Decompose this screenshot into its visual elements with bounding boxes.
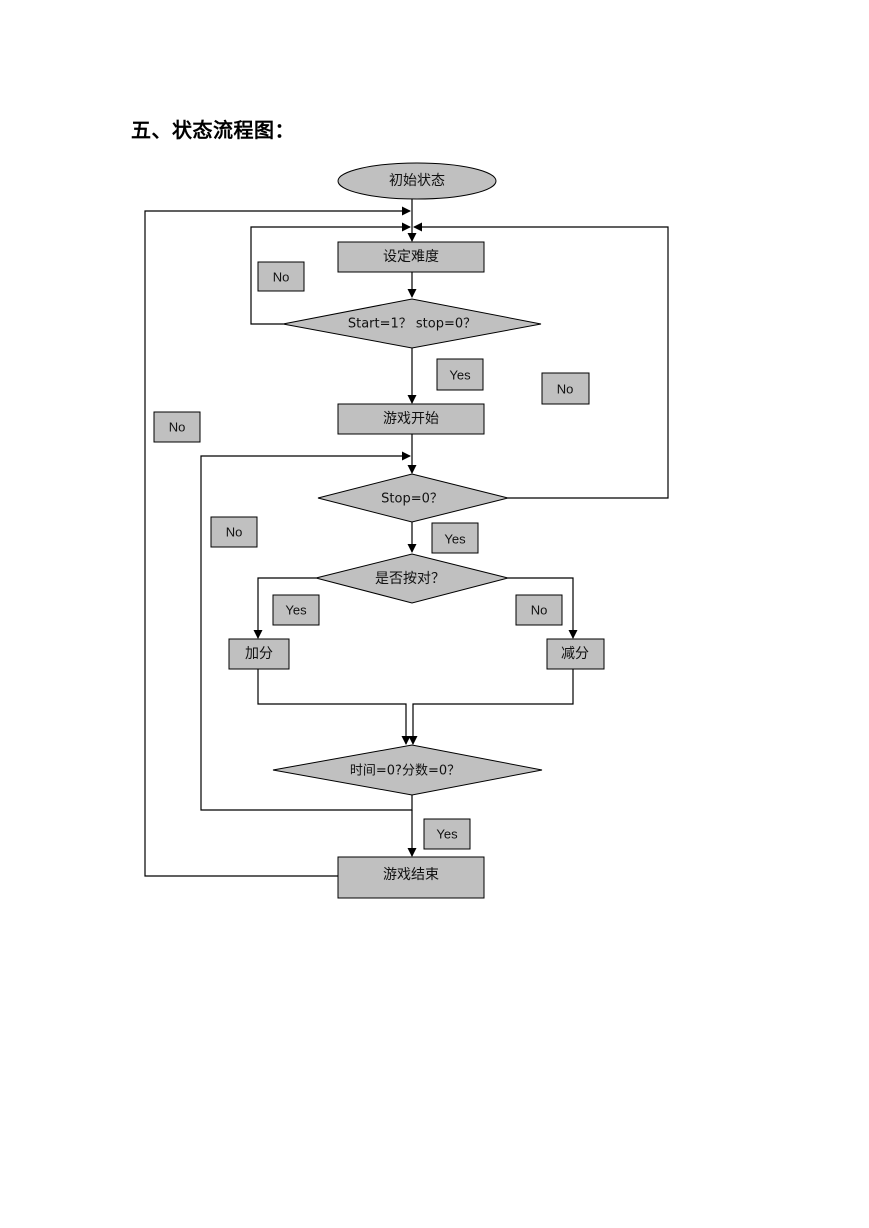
game-over-label: 游戏结束 (383, 867, 439, 883)
label-no-correct: No (531, 603, 548, 618)
start-node (337, 162, 497, 200)
edge-correct-no (508, 577, 578, 639)
label-box-yes-correct (272, 594, 320, 626)
sub-score-label: 减分 (561, 646, 589, 662)
edge-check-start-no (250, 222, 411, 325)
label-no-outer: No (169, 420, 186, 435)
label-box-no-stop (541, 372, 590, 405)
add-score-node (228, 638, 290, 670)
edge-sub-to-check-time (408, 669, 574, 745)
check-start-label: Start=1？ stop=0？ (348, 317, 476, 332)
label-no-time: No (226, 525, 243, 540)
label-yes-start: Yes (449, 368, 471, 383)
edge-check-stop-no (413, 222, 669, 499)
label-box-no-correct (515, 594, 563, 626)
label-box-yes-stop (431, 522, 479, 554)
label-yes-time: Yes (436, 827, 458, 842)
check-time-label: 时间=0?分数=0？ (350, 764, 460, 779)
check-correct-node (315, 553, 509, 604)
label-box-no-time (210, 516, 258, 548)
connectors (144, 199, 669, 877)
set-difficulty-node (337, 241, 485, 273)
label-box-no-loop-start (257, 261, 305, 292)
check-correct-label: 是否按对？ (375, 571, 445, 587)
game-start-label: 游戏开始 (383, 411, 439, 427)
label-no-loop-start: No (273, 270, 290, 285)
add-score-label: 加分 (245, 646, 273, 662)
edge-game-over-loop (144, 206, 411, 877)
label-box-yes-start (436, 358, 484, 391)
edge-add-to-check-time (257, 669, 411, 745)
edge-check-time-no (200, 451, 413, 811)
game-start-node (337, 403, 485, 435)
set-difficulty-label: 设定难度 (383, 249, 439, 265)
check-stop-node (317, 473, 509, 523)
check-stop-label: Stop=0？ (381, 492, 443, 507)
page-title: 五、状态流程图： (131, 118, 295, 142)
label-no-stop: No (557, 382, 574, 397)
check-start-node (282, 298, 542, 349)
start-node-label: 初始状态 (389, 172, 445, 189)
check-time-node (272, 744, 543, 796)
label-yes-stop: Yes (444, 532, 466, 547)
label-box-yes-time (423, 818, 471, 850)
label-yes-correct: Yes (285, 603, 307, 618)
label-box-no-outer (153, 411, 201, 443)
edge-correct-yes (253, 577, 316, 639)
sub-score-node (546, 638, 605, 670)
game-over-node (337, 856, 485, 899)
